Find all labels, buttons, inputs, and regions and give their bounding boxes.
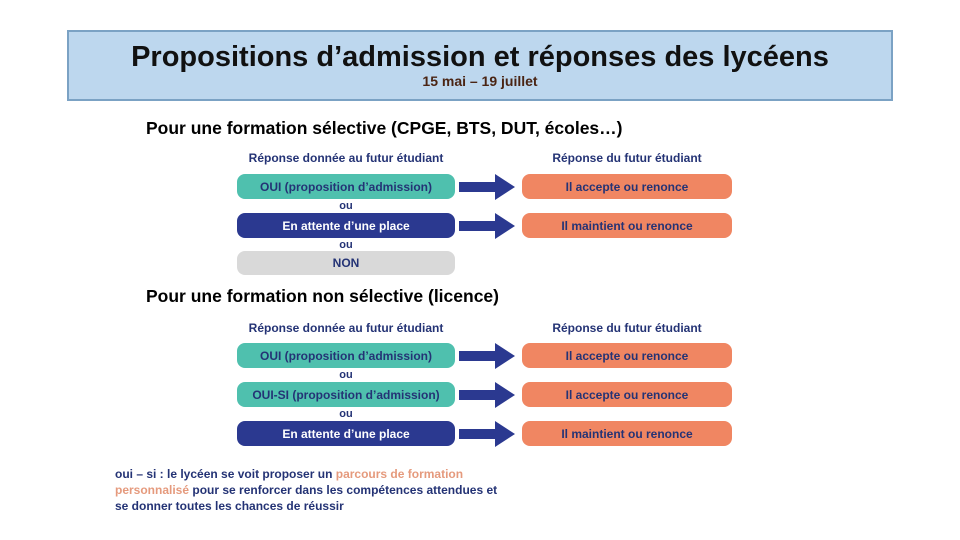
- proposal-box-oui: OUI (proposition d’admission): [237, 343, 455, 368]
- right-arrow-icon: [459, 213, 515, 239]
- title-banner: Propositions d’admission et réponses des…: [67, 30, 893, 101]
- right-arrow-icon: [459, 174, 515, 200]
- column-header-left: Réponse donnée au futur étudiant: [248, 151, 444, 165]
- response-box-maintient: Il maintient ou renonce: [522, 213, 732, 238]
- separator-ou: ou: [339, 239, 353, 251]
- response-box-accepte: Il accepte ou renonce: [522, 382, 732, 407]
- footnote-suffix: pour se renforcer dans les compétences a…: [115, 483, 498, 513]
- footnote-prefix: oui – si : le lycéen se voit proposer un: [115, 467, 336, 481]
- response-box-accepte: Il accepte ou renonce: [522, 343, 732, 368]
- footnote-oui-si: oui – si : le lycéen se voit proposer un…: [115, 466, 511, 514]
- response-box-maintient: Il maintient ou renonce: [522, 421, 732, 446]
- right-arrow-icon: [459, 382, 515, 408]
- section-heading-non-selective: Pour une formation non sélective (licenc…: [146, 286, 499, 306]
- column-header-right: Réponse du futur étudiant: [552, 151, 702, 165]
- column-header-left: Réponse donnée au futur étudiant: [248, 321, 444, 335]
- proposal-box-attente: En attente d’une place: [237, 421, 455, 446]
- footnote-highlight: parcours de formation personnalisé: [115, 467, 464, 497]
- slide-subtitle: 15 mai – 19 juillet: [422, 73, 538, 89]
- separator-ou: ou: [339, 408, 353, 420]
- section-heading-selective: Pour une formation sélective (CPGE, BTS,…: [146, 118, 623, 138]
- slide-title: Propositions d’admission et réponses des…: [131, 41, 829, 73]
- column-header-right: Réponse du futur étudiant: [552, 321, 702, 335]
- right-arrow-icon: [459, 421, 515, 447]
- proposal-box-attente: En attente d’une place: [237, 213, 455, 238]
- proposal-box-oui-si: OUI-SI (proposition d’admission): [237, 382, 455, 407]
- proposal-box-oui: OUI (proposition d’admission): [237, 174, 455, 199]
- separator-ou: ou: [339, 369, 353, 381]
- response-box-accepte: Il accepte ou renonce: [522, 174, 732, 199]
- proposal-box-non: NON: [237, 251, 455, 275]
- separator-ou: ou: [339, 200, 353, 212]
- right-arrow-icon: [459, 343, 515, 369]
